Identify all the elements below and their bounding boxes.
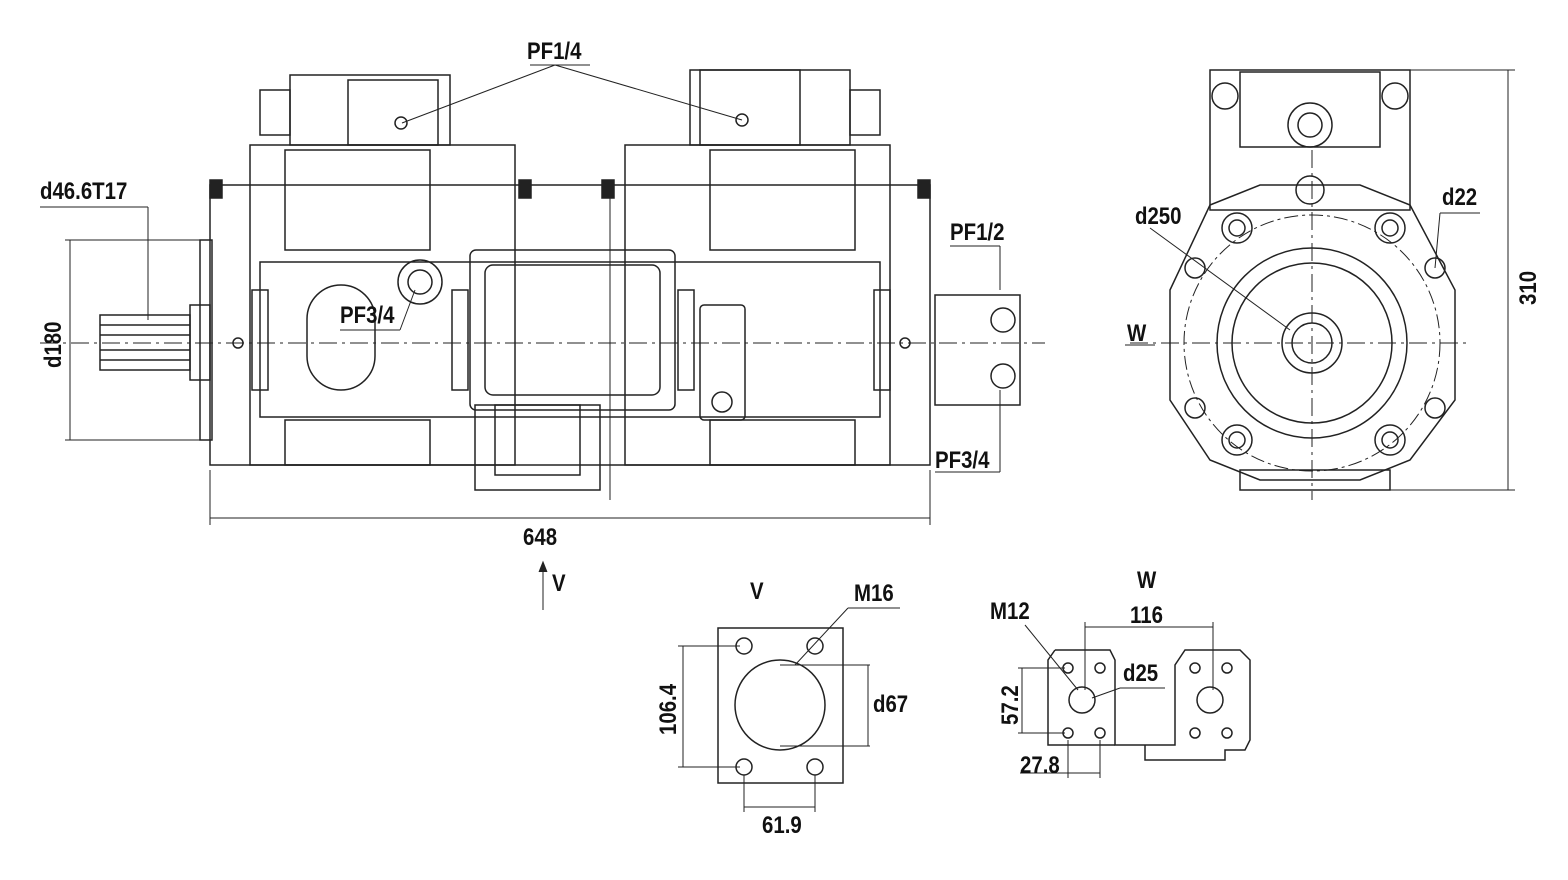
- label-57-2: 57.2: [997, 685, 1024, 725]
- label-shaft-spline: d46.6T17: [40, 178, 128, 205]
- label-length-648: 648: [523, 524, 558, 551]
- label-v-title: V: [750, 578, 764, 605]
- label-d250: d250: [1135, 203, 1182, 230]
- label-61-9: 61.9: [762, 812, 802, 839]
- label-pf34-left: PF3/4: [340, 302, 395, 329]
- label-view-w-arrow: W: [1127, 320, 1147, 347]
- side-dimensions: [40, 64, 1001, 610]
- label-106-4: 106.4: [655, 683, 682, 735]
- label-d67: d67: [873, 691, 909, 718]
- w-flange-view: [1018, 622, 1251, 778]
- label-pf12: PF1/2: [950, 219, 1005, 246]
- label-m12: M12: [990, 598, 1030, 625]
- label-d22: d22: [1442, 184, 1478, 211]
- label-height-310: 310: [1515, 270, 1542, 305]
- label-pf14: PF1/4: [527, 38, 582, 65]
- v-flange-view: [678, 607, 900, 812]
- label-pf34-right: PF3/4: [935, 447, 990, 474]
- label-d25: d25: [1123, 660, 1159, 687]
- label-27-8: 27.8: [1020, 752, 1060, 779]
- label-d180: d180: [40, 321, 67, 368]
- front-view: [1130, 69, 1470, 500]
- label-view-v-arrow: V: [552, 570, 566, 597]
- front-dimensions: [1125, 69, 1515, 491]
- label-w-title: W: [1137, 567, 1157, 594]
- side-view: [40, 69, 1045, 500]
- label-m16: M16: [854, 580, 894, 607]
- label-116: 116: [1130, 602, 1163, 629]
